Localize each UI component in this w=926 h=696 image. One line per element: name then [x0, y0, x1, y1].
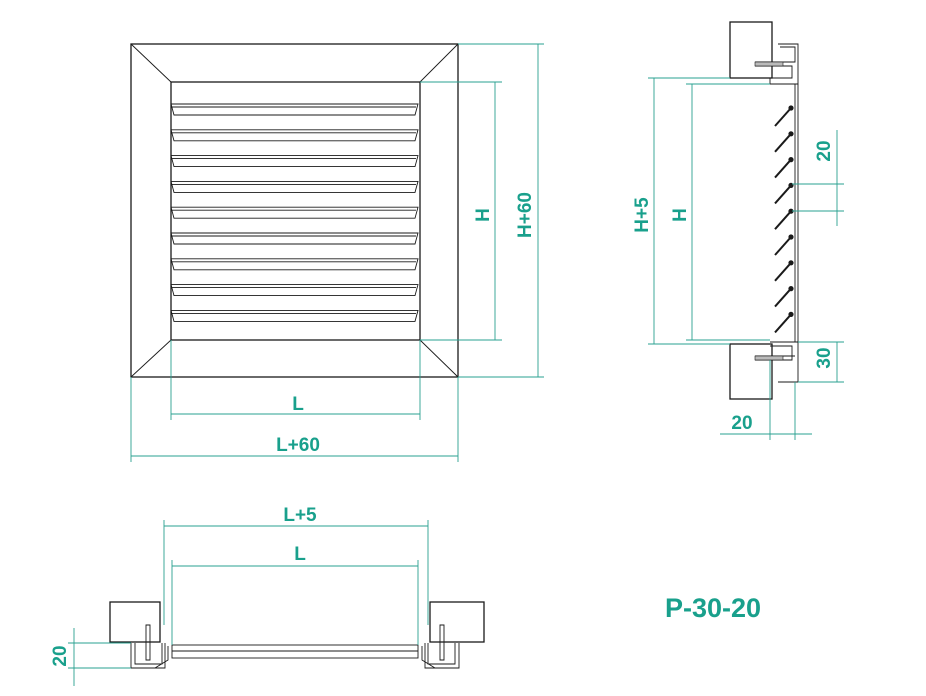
top-dim-L5-label: L+5 — [283, 505, 317, 526]
wall-block-bottom — [729, 343, 773, 400]
side-blade — [774, 287, 792, 308]
side-blade — [774, 133, 792, 153]
side-blade — [774, 107, 792, 127]
side-dim-30-label: 30 — [814, 347, 835, 368]
side-view: H+5 H 20 30 20 — [632, 21, 844, 440]
grille-section — [171, 644, 419, 659]
channel-right — [421, 643, 460, 669]
side-blade — [774, 210, 792, 230]
side-louver-blades — [774, 105, 794, 334]
side-blade — [774, 313, 792, 334]
frame-corner-bevel — [130, 43, 172, 83]
side-dim-H-label: H — [670, 208, 691, 222]
side-dim-depth-label: 20 — [731, 413, 752, 434]
channel-left — [130, 643, 169, 669]
frame-corner-bevel — [419, 43, 459, 83]
side-dim-pitch-label: 20 — [814, 140, 835, 161]
louver-blade — [170, 129, 419, 142]
front-dim-L60-label: L+60 — [276, 435, 320, 456]
frame-corner-bevel — [130, 339, 172, 378]
top-view: L+5 L 20 — [50, 505, 485, 686]
louver-blade — [170, 309, 419, 322]
louver-blades — [170, 103, 419, 322]
side-dim-H5-label: H+5 — [632, 197, 653, 233]
front-dim-L-label: L — [292, 394, 304, 415]
wall-block-left — [109, 601, 161, 643]
louver-blade — [170, 155, 419, 168]
blade-pivot — [788, 208, 794, 214]
frame-corner-bevel — [419, 339, 459, 378]
louver-blade — [170, 180, 419, 193]
top-dim-L-label: L — [294, 544, 306, 565]
wall-block-right — [429, 601, 485, 643]
louver-blade — [170, 232, 419, 245]
louver-blade — [170, 258, 419, 271]
front-dim-H-label: H — [473, 208, 494, 222]
blade-pivot — [788, 105, 794, 111]
blade-pivot — [788, 286, 794, 292]
side-blade — [774, 262, 792, 282]
blade-pivot — [788, 131, 794, 137]
side-blade — [774, 184, 792, 205]
model-code: P-30-20 — [665, 593, 761, 623]
side-blade — [774, 158, 792, 179]
outer-frame — [130, 43, 459, 378]
frame-profile-left — [145, 624, 151, 661]
blade-pivot — [788, 311, 794, 317]
louver-blade — [170, 284, 419, 297]
inner-opening — [170, 81, 421, 341]
louver-blade — [170, 206, 419, 219]
frame-profile-bottom — [755, 341, 799, 383]
top-dim-20-label: 20 — [50, 645, 71, 666]
louver-blade — [170, 103, 419, 116]
front-view: L L+60 H H+60 — [130, 43, 544, 462]
front-dim-H60-label: H+60 — [515, 192, 536, 238]
side-blade — [774, 236, 792, 256]
blade-pivot — [788, 260, 794, 266]
blade-pivot — [788, 234, 794, 240]
wall-block-top — [729, 21, 773, 79]
blade-pivot — [788, 157, 794, 163]
frame-profile-right — [439, 624, 445, 661]
